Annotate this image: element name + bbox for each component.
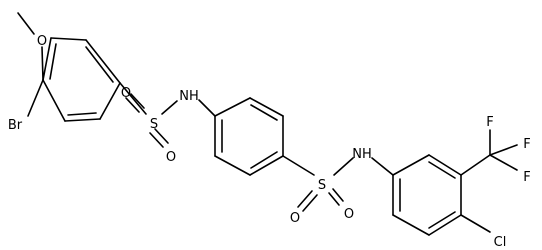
atom-oxygen-s1-top: O <box>121 86 131 101</box>
atom-fluorine-right: F <box>523 137 530 152</box>
atom-sulfur-2: S <box>318 178 326 193</box>
atom-sulfur-1: S <box>150 117 158 132</box>
bond-nh-ring-b <box>198 99 216 117</box>
atom-oxygen-s2-left: O <box>290 211 300 226</box>
atom-nh-1: NH <box>179 89 199 104</box>
bond-methyl-o <box>17 12 35 35</box>
bond-s2-o-right <box>332 188 344 202</box>
bond-nh-ring-c <box>371 157 394 176</box>
atom-oxygen-methoxy: O <box>37 34 47 49</box>
bond-c-f-right <box>489 144 518 156</box>
atom-bromine: Br <box>8 118 23 133</box>
bond-ring-cl <box>460 214 491 233</box>
bond-s1-o-bottom-2 <box>154 128 169 144</box>
bond-s1-o-top-2 <box>125 97 140 113</box>
ring-a <box>42 37 121 122</box>
bond-s2-o-right-2 <box>328 192 340 206</box>
bond-ring-s1 <box>119 82 147 115</box>
atom-oxygen-s1-bottom: O <box>166 150 176 165</box>
bond-ring-cf3 <box>460 154 491 176</box>
atom-oxygen-s2-right: O <box>344 207 354 222</box>
atom-chlorine: Cl <box>494 235 507 250</box>
bond-s2-o-left <box>297 190 313 208</box>
ring-c <box>392 154 462 236</box>
bond-s2-o-left-2 <box>302 194 318 212</box>
bond-s1-o-top <box>130 93 145 109</box>
ring-b <box>214 97 284 176</box>
bond-ring-b-s2 <box>282 155 315 176</box>
bond-s1-nh <box>161 100 178 115</box>
atom-fluorine-bottom: F <box>523 170 530 185</box>
atom-fluorine-top: F <box>486 115 493 130</box>
atom-nh-2: NH <box>352 147 372 162</box>
bond-ring-br <box>27 79 44 117</box>
bond-c-f-bottom <box>489 154 518 171</box>
bond-s1-o-bottom <box>149 132 164 148</box>
bond-o-ring <box>41 46 44 81</box>
bond-s2-nh <box>333 157 354 176</box>
